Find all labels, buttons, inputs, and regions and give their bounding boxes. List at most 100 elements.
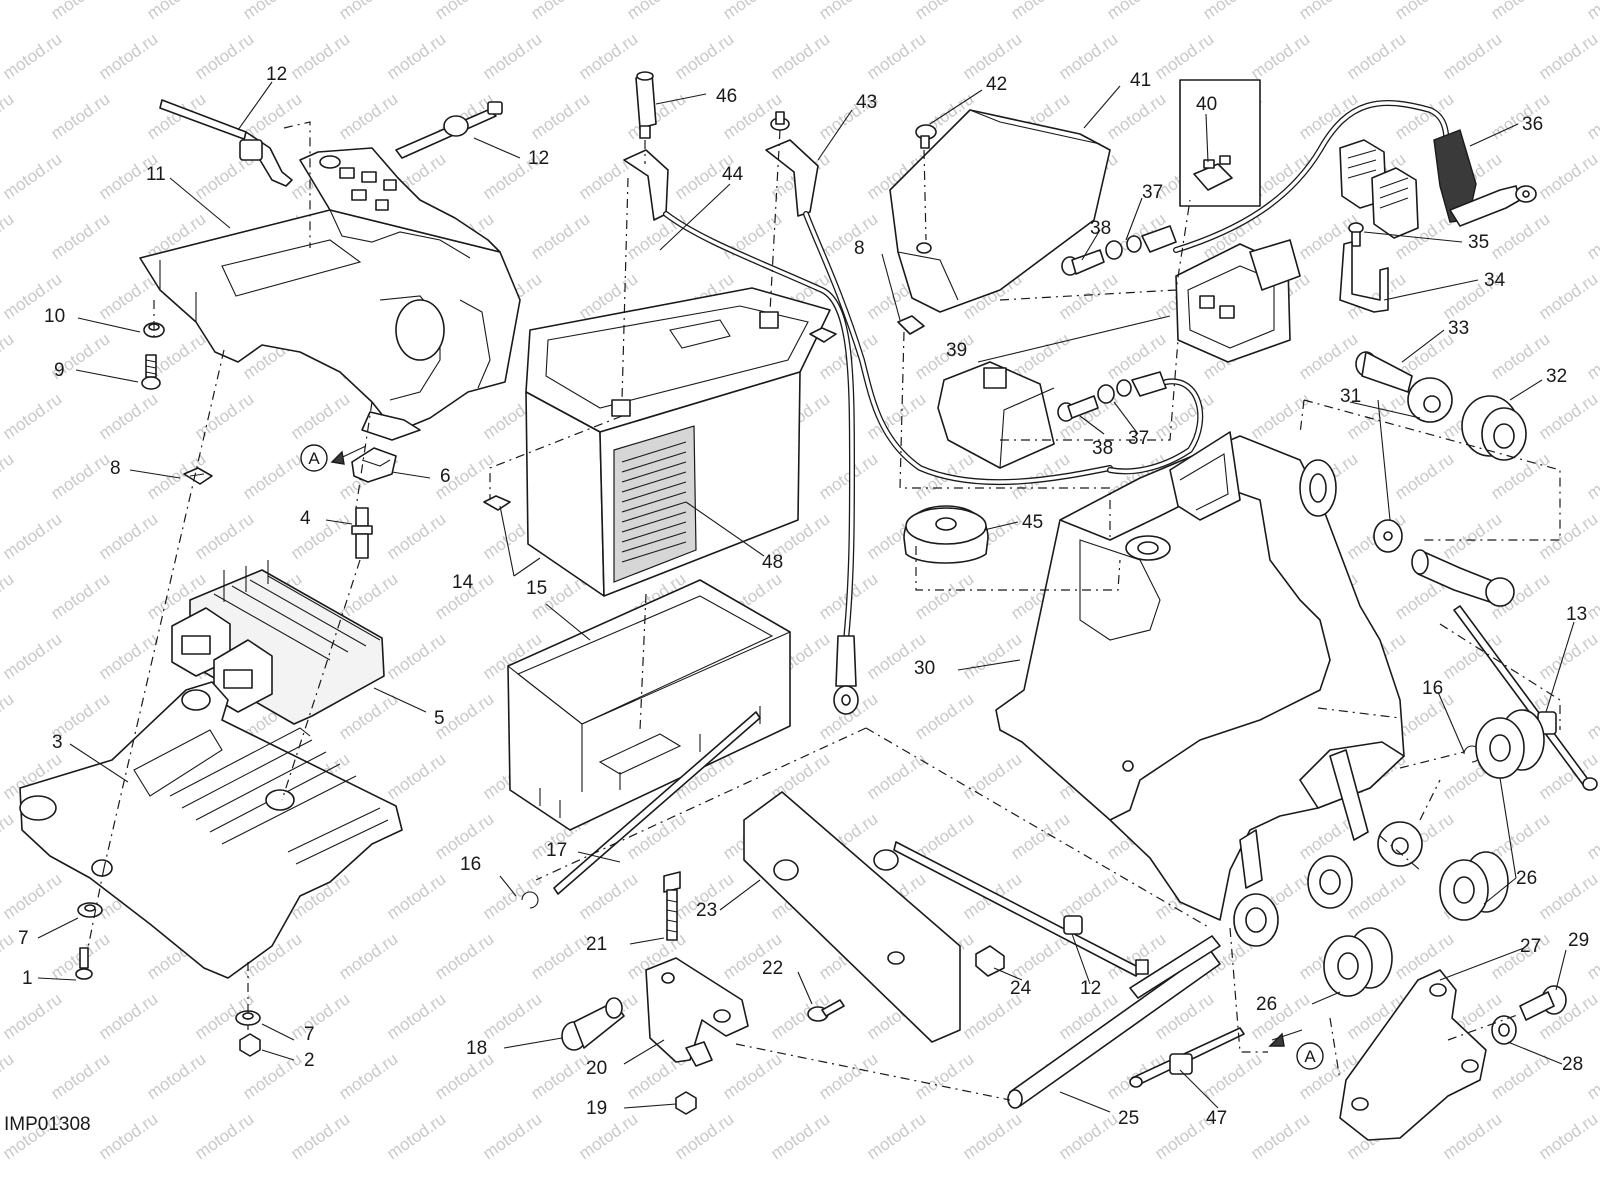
callout-23: 23 [696, 900, 717, 921]
pad-part-14b [809, 327, 837, 343]
callout-3: 3 [52, 732, 63, 753]
fuse-part-40 [1179, 79, 1261, 207]
watermark-text: motod.ru [335, 89, 401, 143]
clip-nut-part-8a [183, 467, 213, 485]
callout-38a: 38 [1090, 218, 1111, 239]
callout-9: 9 [54, 360, 65, 381]
battery-box-part-15 [507, 579, 791, 831]
watermark-text: motod.ru [575, 869, 641, 923]
rubber-mount-part-6 [351, 447, 397, 483]
watermark-text: motod.ru [383, 749, 449, 803]
watermark-text: motod.ru [911, 689, 977, 743]
callout-4: 4 [300, 508, 311, 529]
watermark-text: motod.ru [767, 1109, 833, 1163]
watermark-text: motod.ru [0, 0, 17, 23]
watermark-text: motod.ru [0, 329, 17, 383]
watermark-text: motod.ru [383, 29, 449, 83]
callout-15: 15 [526, 578, 547, 599]
watermark-text: motod.ru [383, 869, 449, 923]
watermark-text: motod.ru [431, 1049, 497, 1103]
bracket-part-34 [1339, 241, 1389, 313]
watermark-text: motod.ru [95, 989, 161, 1043]
callout-16b: 16 [1422, 678, 1443, 699]
spacer-part-46 [635, 71, 657, 139]
watermark-text: motod.ru [623, 0, 689, 23]
battery-part-48 [525, 287, 831, 597]
watermark-text: motod.ru [287, 29, 353, 83]
cable-tie-part-middle [893, 841, 1149, 977]
watermark-text: motod.ru [1583, 809, 1600, 863]
callout-18: 18 [466, 1038, 487, 1059]
watermark-text: motod.ru [95, 1109, 161, 1163]
watermark-text: motod.ru [1535, 869, 1600, 923]
screw-part-42 [915, 124, 937, 149]
watermark-text: motod.ru [383, 989, 449, 1043]
reference-mark-a-left: A [300, 444, 367, 472]
watermark-text: motod.ru [863, 749, 929, 803]
watermark-text: motod.ru [1487, 329, 1553, 383]
callout-24: 24 [1010, 978, 1032, 999]
watermark-text: motod.ru [47, 0, 113, 23]
battery-holder-part [139, 147, 521, 441]
callout-38b: 38 [1092, 438, 1113, 459]
watermark-text: motod.ru [383, 1109, 449, 1163]
watermark-text: motod.ru [1247, 29, 1313, 83]
rubber-bushing-part-26c [1323, 927, 1393, 997]
watermark-text: motod.ru [0, 509, 65, 563]
nut-part-2 [239, 1033, 261, 1057]
watermark-text: motod.ru [143, 0, 209, 23]
screw-part-35 [1348, 222, 1364, 247]
cable-tie-part-47 [1129, 1027, 1245, 1088]
screw-part-1 [75, 947, 93, 980]
watermark-text: motod.ru [1487, 89, 1553, 143]
callout-32: 32 [1546, 366, 1567, 387]
watermark-text: motod.ru [47, 209, 113, 263]
callout-21: 21 [586, 934, 607, 955]
callout-14: 14 [452, 572, 474, 593]
bushing-part [1411, 549, 1515, 607]
watermark-text: motod.ru [0, 149, 65, 203]
nut-part-19 [675, 1091, 697, 1115]
callout-31: 31 [1340, 386, 1361, 407]
watermark-text: motod.ru [527, 209, 593, 263]
callout-12b: 12 [528, 148, 549, 169]
fuse-holder-part-39 [937, 239, 1301, 469]
watermark-text: motod.ru [1439, 29, 1505, 83]
watermark-text: motod.ru [0, 89, 17, 143]
watermark-text: motod.ru [1535, 29, 1600, 83]
grommet-part-32 [1461, 395, 1527, 461]
callout-36: 36 [1522, 114, 1543, 135]
callout-11: 11 [146, 164, 166, 185]
callout-28: 28 [1562, 1054, 1583, 1075]
watermark-text: motod.ru [1295, 329, 1361, 383]
rod-part-25 [1007, 935, 1221, 1109]
watermark-text: motod.ru [191, 509, 257, 563]
callout-39: 39 [946, 340, 967, 361]
battery-cable-part-44 [623, 149, 859, 715]
watermark-text: motod.ru [191, 389, 257, 443]
watermark-text: motod.ru [1343, 29, 1409, 83]
callout-47: 47 [1206, 1108, 1227, 1129]
base-plate-part-3 [19, 681, 403, 979]
watermark-text: motod.ru [1391, 0, 1457, 23]
watermark-text: motod.ru [0, 569, 17, 623]
washer-part-31b [1373, 519, 1403, 553]
bolt-part-18 [561, 997, 625, 1051]
callout-29: 29 [1568, 930, 1589, 951]
cable-tie-part-top [159, 99, 503, 187]
watermark-text: motod.ru [383, 629, 449, 683]
watermark-text: motod.ru [479, 29, 545, 83]
callout-42: 42 [986, 74, 1007, 95]
callout-45: 45 [1022, 512, 1043, 533]
screw-part-29 [1519, 985, 1567, 1021]
watermark-text: motod.ru [527, 1049, 593, 1103]
callout-numbers: 1 2 3 4 5 6 7 7 8 8 9 10 11 12 12 12 13 … [18, 64, 1589, 1129]
callout-6: 6 [440, 466, 451, 487]
watermark-text: motod.ru [623, 89, 689, 143]
watermark-text: motod.ru [287, 1109, 353, 1163]
callout-30: 30 [914, 658, 935, 679]
watermark-text: motod.ru [1391, 929, 1457, 983]
watermark-text: motod.ru [431, 0, 497, 23]
pad-part-14a [483, 495, 511, 511]
watermark-text: motod.ru [1247, 1109, 1313, 1163]
